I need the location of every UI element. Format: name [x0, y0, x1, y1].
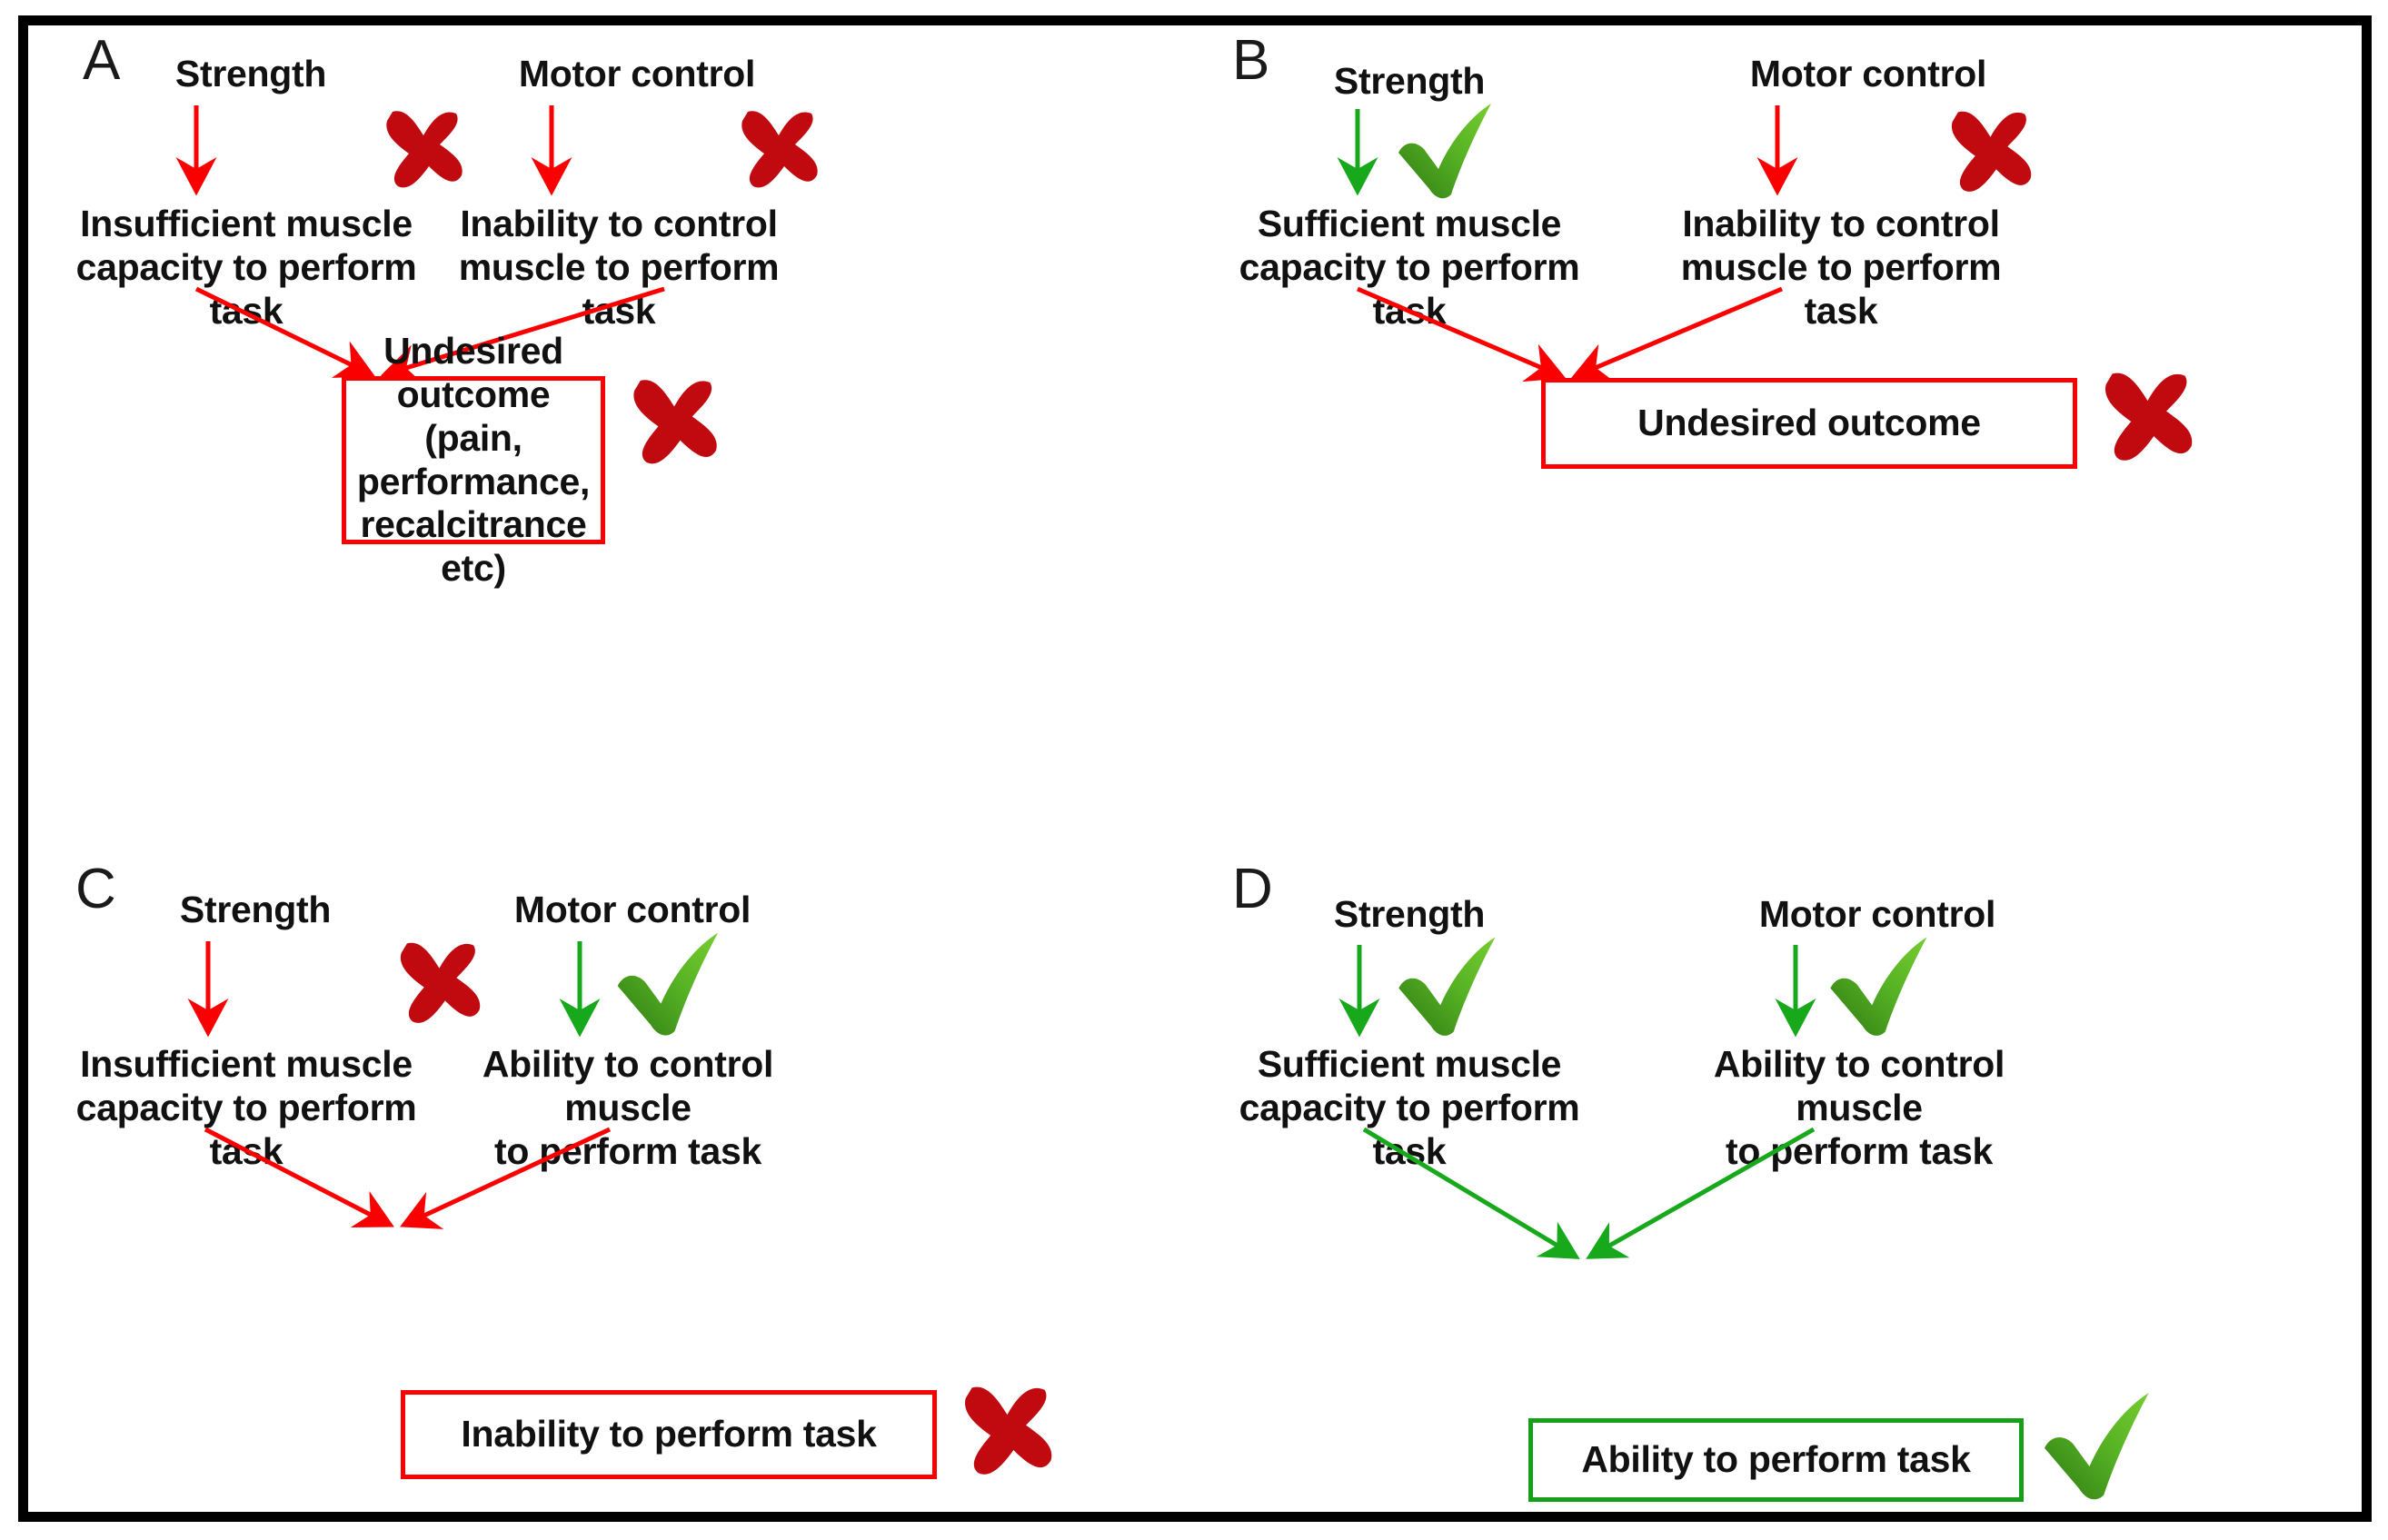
panel-d-outcome-label: Ability to perform task — [1581, 1438, 1971, 1481]
panel-b-letter: B — [1232, 29, 1270, 92]
panel-b-input-1-cross-icon — [1943, 103, 2038, 203]
panel-d-input-0-check-icon — [1391, 929, 1505, 1043]
panel-a-state-0-label: Insufficient muscle capacity to perform … — [75, 203, 417, 332]
panel-c-input-1-label: Motor control — [513, 889, 751, 930]
panel-d-input-1-label: Motor control — [1758, 893, 1996, 935]
panel-d: D Strength Motor control Sufficient musc… — [1196, 770, 2362, 1514]
panel-b-outcome-box: Undesired outcome — [1541, 378, 2077, 469]
panel-a-letter: A — [83, 29, 121, 92]
panel-d-input-1-check-icon — [1823, 929, 1936, 1043]
panel-c: C Strength Motor control Insufficient mu… — [28, 770, 1196, 1514]
panel-d-state-1-label: Ability to control muscle to perform tas… — [1713, 1043, 2005, 1172]
panel-b-outcome-label: Undesired outcome — [1637, 402, 1981, 444]
panel-a-input-1-cross-icon — [733, 103, 824, 198]
panel-d-letter: D — [1232, 858, 1273, 920]
panel-c-outcome-cross-icon — [955, 1377, 1060, 1486]
panel-c-state-0-label: Insufficient muscle capacity to perform … — [75, 1043, 417, 1172]
panel-d-outcome-box: Ability to perform task — [1528, 1418, 2024, 1502]
panel-a-outcome-box: Undesired outcome (pain, performance, re… — [342, 330, 605, 589]
panel-b-outcome-cross-icon — [2095, 363, 2200, 472]
panel-a-input-0-cross-icon — [378, 103, 469, 198]
panel-c-input-1-check-icon — [610, 925, 728, 1043]
panel-b: B Strength Motor control Sufficient musc… — [1196, 25, 2362, 770]
panel-b-state-0-label: Sufficient muscle capacity to perform ta… — [1239, 203, 1580, 332]
panel-b-input-0-check-icon — [1391, 96, 1500, 205]
panel-c-input-0-cross-icon — [392, 934, 487, 1034]
panel-b-input-0-label: Strength — [1333, 60, 1486, 102]
panel-a-input-1-label: Motor control — [518, 53, 756, 94]
panel-d-state-0-label: Sufficient muscle capacity to perform ta… — [1239, 1043, 1580, 1172]
panel-c-letter: C — [75, 858, 116, 920]
panel-c-state-1-label: Ability to control muscle to perform tas… — [482, 1043, 774, 1172]
panel-a-outcome-label: Undesired outcome (pain, performance, re… — [356, 329, 591, 590]
panel-a-outcome-cross-icon — [624, 371, 724, 475]
panel-c-outcome-label: Inability to perform task — [461, 1413, 877, 1456]
panel-d-input-0-label: Strength — [1333, 893, 1486, 935]
panel-a-arrows — [175, 105, 665, 384]
panel-d-outcome-check-icon — [2036, 1385, 2159, 1507]
figure-frame: A Strength Motor control Insufficient mu… — [18, 15, 2372, 1522]
panel-b-state-1-label: Inability to control muscle to perform t… — [1680, 203, 2002, 332]
panel-b-input-1-label: Motor control — [1749, 53, 1987, 94]
panel-a-state-1-label: Inability to control muscle to perform t… — [458, 203, 780, 332]
panel-c-input-0-label: Strength — [179, 889, 332, 930]
panel-c-outcome-box: Inability to perform task — [401, 1390, 937, 1479]
panel-a: A Strength Motor control Insufficient mu… — [28, 25, 1196, 770]
panel-a-input-0-label: Strength — [174, 53, 327, 94]
